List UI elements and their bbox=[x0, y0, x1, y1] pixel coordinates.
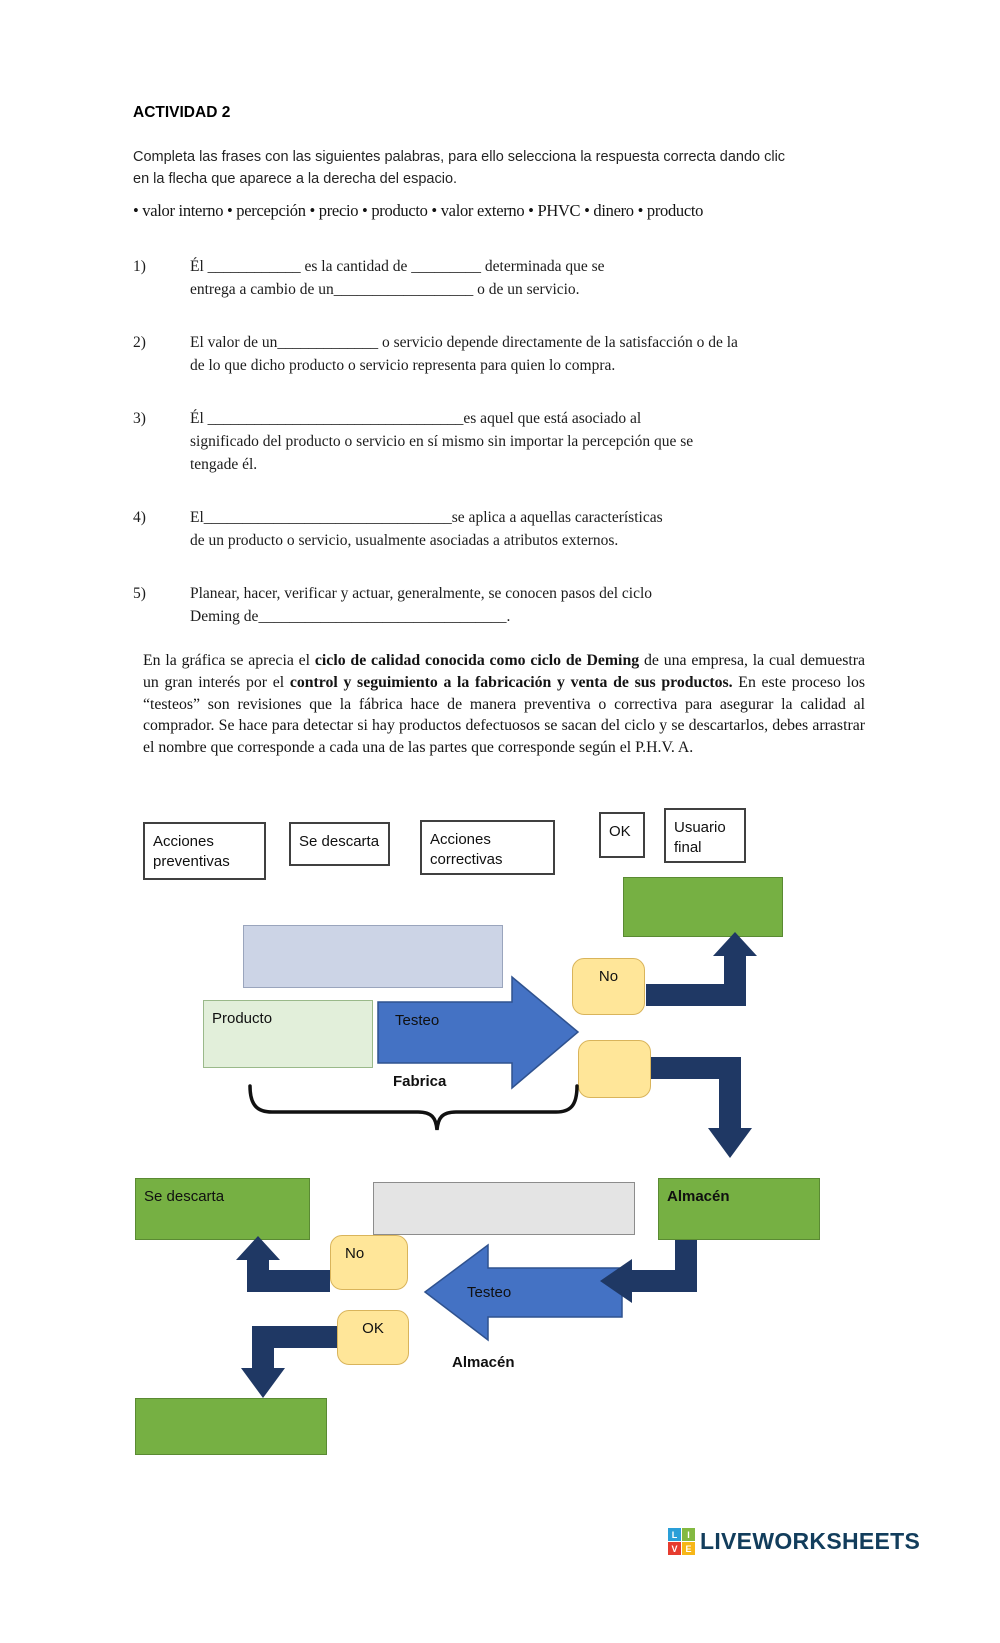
question-number: 2) bbox=[133, 334, 146, 351]
question-text: El________________________________se apl… bbox=[190, 509, 663, 549]
testeo-bottom-label: Testeo bbox=[467, 1284, 512, 1301]
ok-box-bottom[interactable]: OK bbox=[337, 1310, 409, 1365]
testeo-top-label: Testeo bbox=[395, 1012, 440, 1029]
se-descarta-green-box[interactable]: Se descarta bbox=[135, 1178, 310, 1240]
drag-label-ok[interactable]: OK bbox=[599, 812, 645, 858]
questions-list: 1) Él ____________ es la cantidad de ____… bbox=[133, 255, 873, 658]
no-box-bottom[interactable]: No bbox=[330, 1235, 408, 1290]
question-text: Él ____________ es la cantidad de ______… bbox=[190, 258, 605, 298]
paragraph-segment: En la gráfica se aprecia el bbox=[143, 652, 315, 669]
drop-zone-green-bottom[interactable] bbox=[135, 1398, 327, 1455]
question-item: 1) Él ____________ es la cantidad de ____… bbox=[133, 255, 873, 301]
question-item: 5) Planear, hacer, verificar y actuar, ge… bbox=[133, 582, 873, 628]
drag-label-usuario-final[interactable]: Usuario final bbox=[664, 808, 746, 863]
paragraph-bold-segment: ciclo de calidad conocida como ciclo de … bbox=[314, 652, 640, 669]
question-number: 4) bbox=[133, 509, 146, 526]
liveworksheets-wordmark: LIVEWORKSHEETS bbox=[700, 1528, 921, 1554]
question-item: 3) Él _________________________________es… bbox=[133, 407, 873, 476]
logo-letter-square: V bbox=[668, 1542, 681, 1555]
producto-box[interactable]: Producto bbox=[203, 1000, 373, 1068]
drop-zone-bluegray[interactable] bbox=[243, 925, 503, 988]
question-item: 4) El________________________________se a… bbox=[133, 506, 873, 552]
deming-paragraph: En la gráfica se aprecia el ciclo de cal… bbox=[143, 650, 865, 759]
logo-letter-square: L bbox=[668, 1528, 681, 1541]
paragraph-bold-segment: control y seguimiento a la fabricación y… bbox=[289, 673, 733, 691]
testeo-left-arrow bbox=[423, 1243, 623, 1342]
question-number: 1) bbox=[133, 258, 146, 275]
word-bank: • valor interno • percepción • precio • … bbox=[133, 201, 704, 220]
question-number: 5) bbox=[133, 585, 146, 602]
paragraph-segment: de una empresa, la cual demuestra un gra… bbox=[143, 652, 866, 691]
logo-letter-square: I bbox=[682, 1528, 695, 1541]
drop-zone-green-top[interactable] bbox=[623, 877, 783, 937]
drag-label-se-descarta[interactable]: Se descarta bbox=[289, 822, 390, 866]
fabrica-brace bbox=[248, 1084, 579, 1131]
no-box-top[interactable]: No bbox=[572, 958, 645, 1015]
paragraph-segment: En este proceso los “testeos” son revisi… bbox=[143, 673, 866, 757]
question-text: El valor de un_____________ o servicio d… bbox=[190, 334, 738, 374]
drag-label-acciones-correctivas[interactable]: Acciones correctivas bbox=[420, 820, 555, 875]
drop-zone-yellow[interactable] bbox=[578, 1040, 651, 1098]
almacen-green-box[interactable]: Almacén bbox=[658, 1178, 820, 1240]
question-number: 3) bbox=[133, 410, 146, 427]
fabrica-label: Fabrica bbox=[393, 1073, 447, 1090]
question-item: 2) El valor de un_____________ o servicio… bbox=[133, 331, 873, 377]
instructions-text: Completa las frases con las siguientes p… bbox=[133, 149, 786, 187]
activity-title: ACTIVIDAD 2 bbox=[133, 104, 231, 121]
testeo-right-arrow bbox=[377, 975, 580, 1090]
question-text: Él _________________________________es a… bbox=[190, 410, 694, 473]
almacen-caption: Almacén bbox=[452, 1354, 515, 1371]
question-text: Planear, hacer, verificar y actuar, gene… bbox=[190, 585, 653, 625]
drop-zone-gray[interactable] bbox=[373, 1182, 635, 1235]
logo-letter-square: E bbox=[682, 1542, 695, 1555]
drag-label-acciones-preventivas[interactable]: Acciones preventivas bbox=[143, 822, 266, 880]
